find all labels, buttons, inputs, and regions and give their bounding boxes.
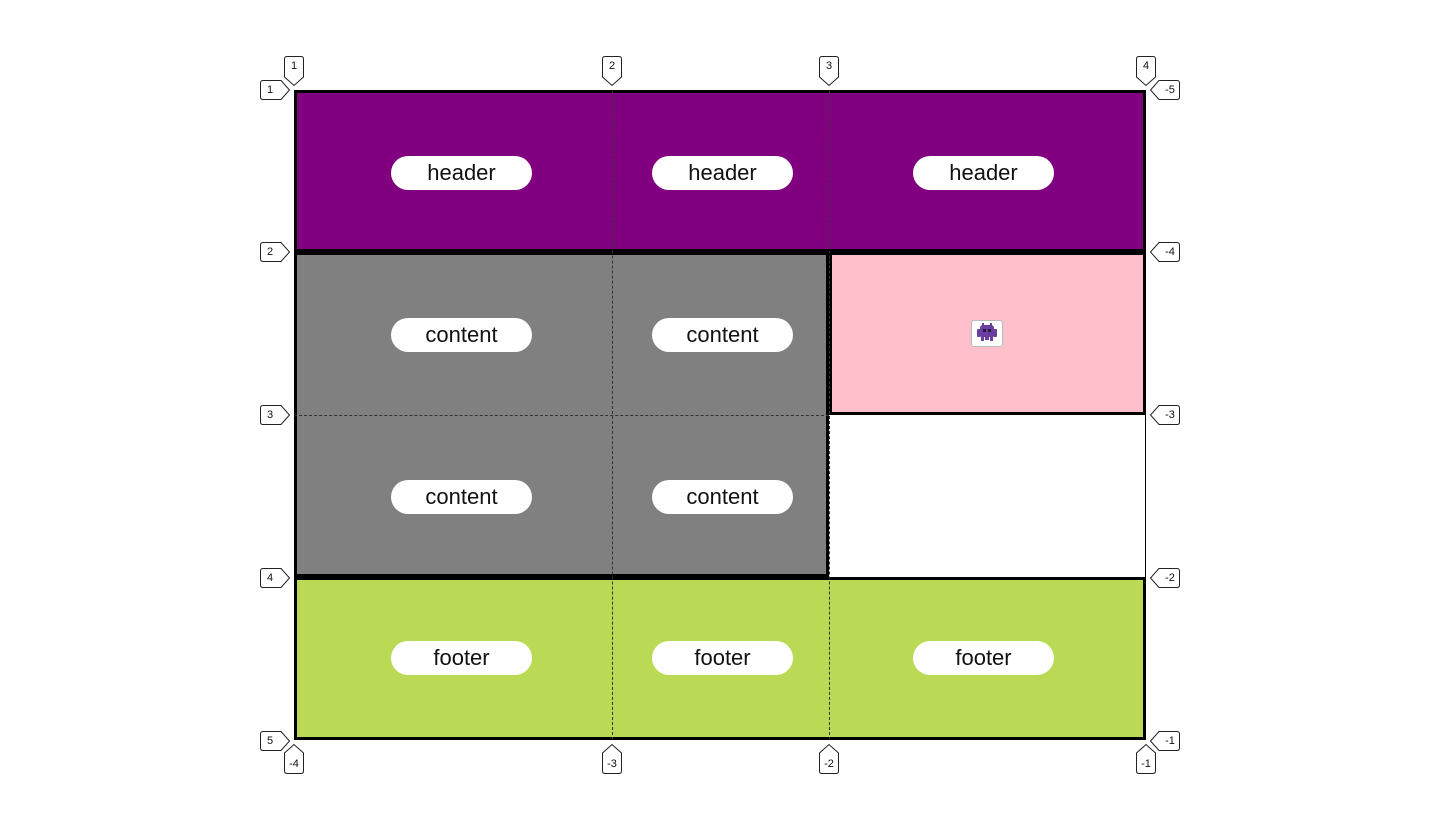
cell-label-content: content <box>652 480 793 514</box>
column-line-number-top: 1 <box>283 55 305 87</box>
row-line-number-right: -3 <box>1149 404 1181 426</box>
cell-label-content: content <box>391 318 532 352</box>
cell-label-content: content <box>652 318 793 352</box>
alien-monster-icon <box>971 320 1003 347</box>
row-line-number-left: 5 <box>259 730 291 752</box>
row-line-number-left: 3 <box>259 404 291 426</box>
row-line-number-left: 1 <box>259 79 291 101</box>
row-line-number-right: -2 <box>1149 567 1181 589</box>
row-line-number-right: -5 <box>1149 79 1181 101</box>
column-line-number-top: 4 <box>1135 55 1157 87</box>
cell-label-header: header <box>652 156 793 190</box>
row-line-number-left: 4 <box>259 567 291 589</box>
column-line-number-top: 3 <box>818 55 840 87</box>
grid-area-content <box>294 252 829 577</box>
cell-label-footer: footer <box>652 641 793 675</box>
column-line-number-bottom: -4 <box>283 743 305 775</box>
row-line-number-left: 2 <box>259 241 291 263</box>
column-line-number-top: 2 <box>601 55 623 87</box>
row-line-number-right: -1 <box>1149 730 1181 752</box>
cell-label-footer: footer <box>391 641 532 675</box>
column-line-number-bottom: -2 <box>818 743 840 775</box>
column-line-number-bottom: -1 <box>1135 743 1157 775</box>
cell-label-header: header <box>913 156 1054 190</box>
column-line-number-bottom: -3 <box>601 743 623 775</box>
cell-label-footer: footer <box>913 641 1054 675</box>
cell-label-header: header <box>391 156 532 190</box>
row-line-number-right: -4 <box>1149 241 1181 263</box>
cell-label-content: content <box>391 480 532 514</box>
